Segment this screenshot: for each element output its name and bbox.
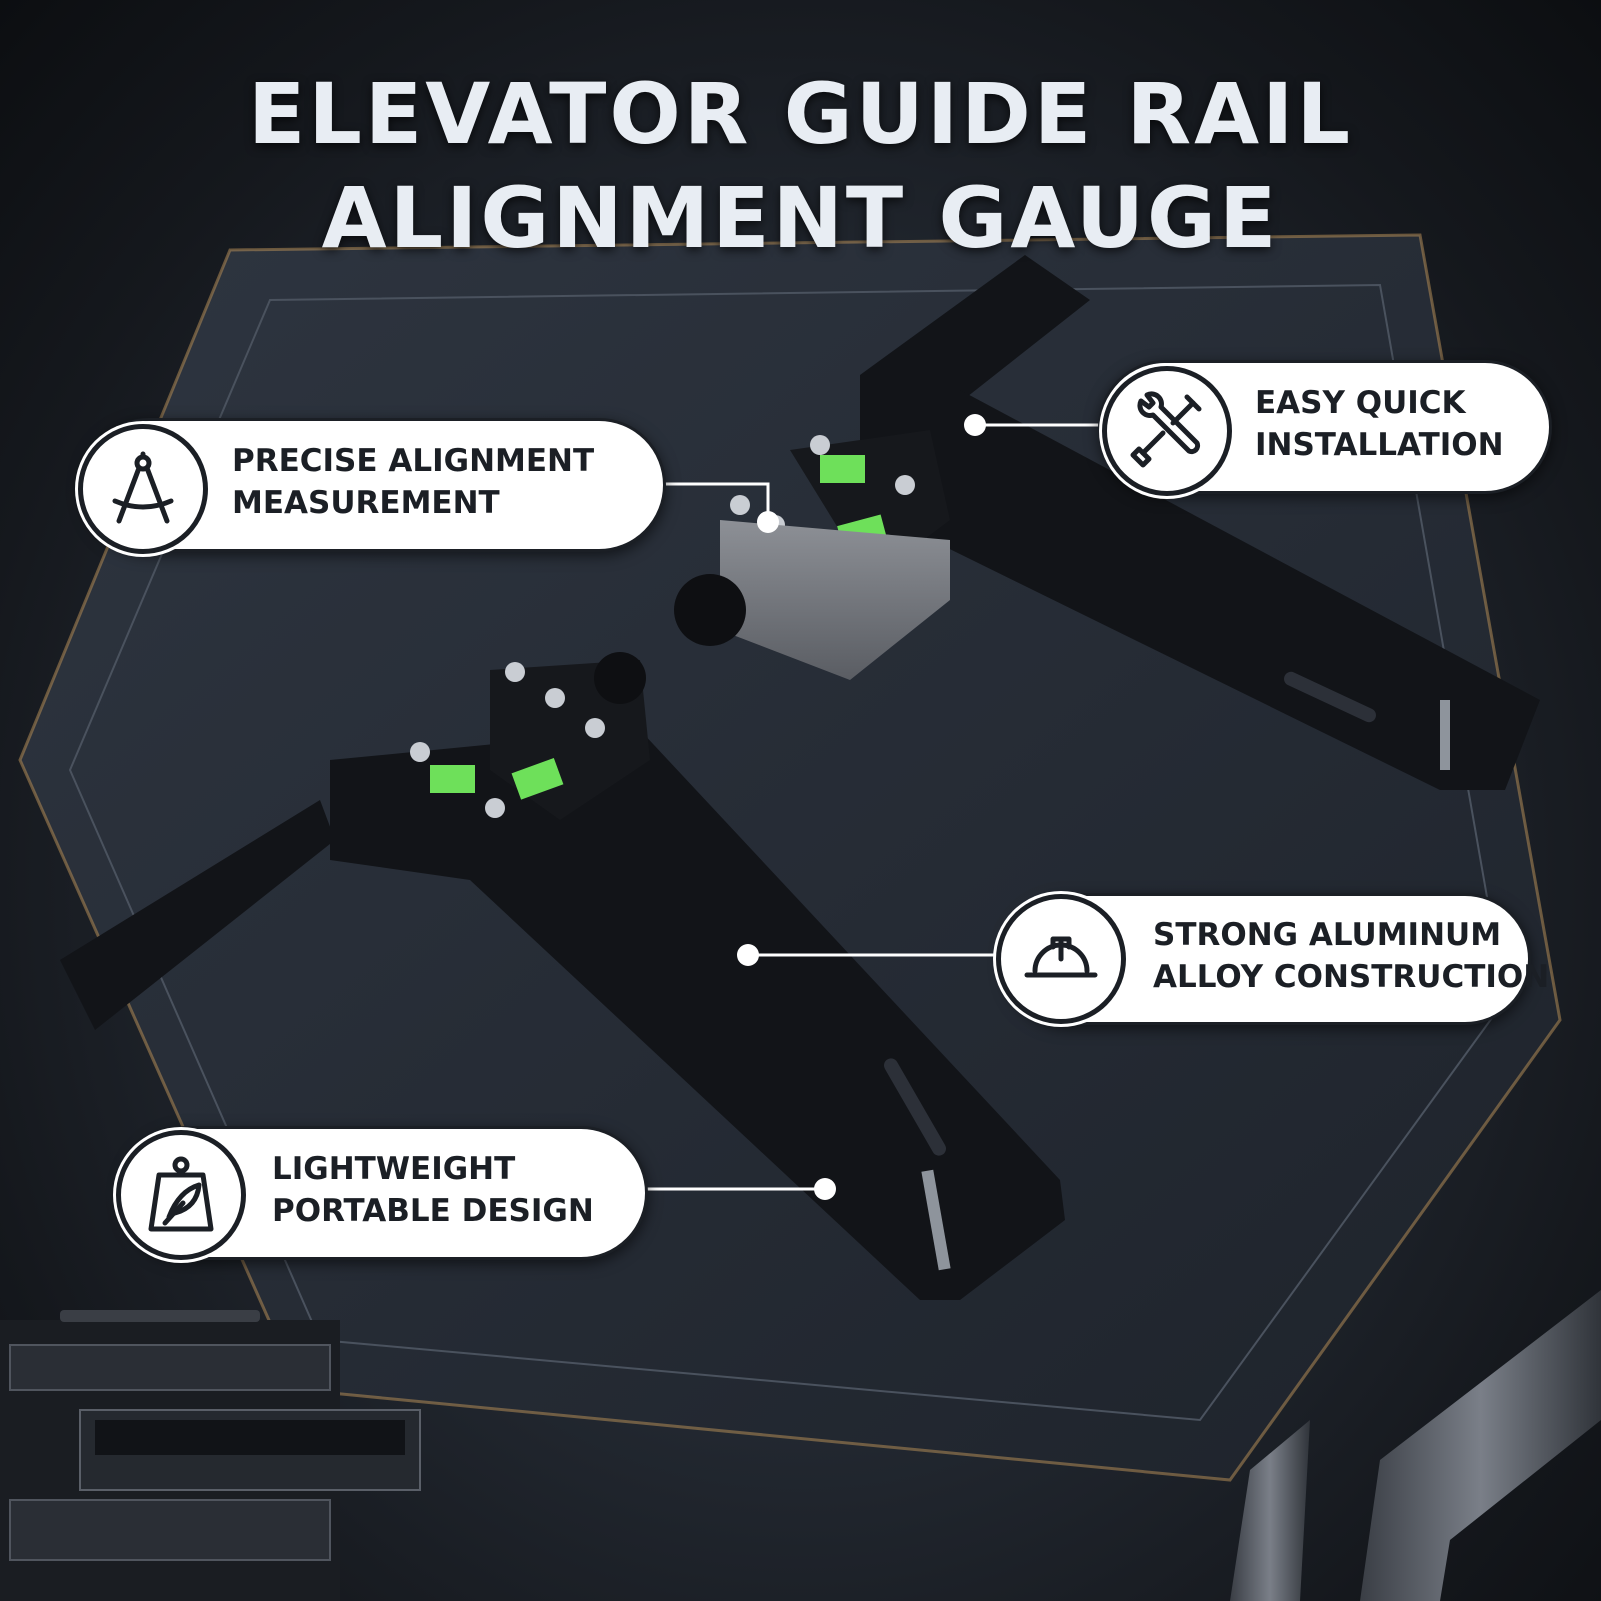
callout-text: PRECISE ALIGNMENT MEASUREMENT [232, 440, 594, 524]
compass-icon [78, 424, 208, 554]
callout-text: EASY QUICK INSTALLATION [1255, 382, 1504, 466]
leader-lines [645, 414, 1100, 1200]
feather-weight-icon [116, 1130, 246, 1260]
callout-line-1: STRONG ALUMINUM [1153, 917, 1502, 953]
callout-line-2: INSTALLATION [1255, 427, 1504, 463]
callout-text: LIGHTWEIGHT PORTABLE DESIGN [272, 1148, 594, 1232]
callout-text: STRONG ALUMINUM ALLOY CONSTRUCTION [1153, 914, 1549, 998]
callout-line-1: EASY QUICK [1255, 385, 1466, 421]
callout-line-2: PORTABLE DESIGN [272, 1193, 594, 1229]
lower-gauge [60, 652, 1065, 1300]
title-line-2: ALIGNMENT GAUGE [321, 169, 1280, 267]
guide-rails [1230, 1290, 1601, 1601]
page-title: ELEVATOR GUIDE RAIL ALIGNMENT GAUGE [0, 62, 1601, 270]
callout-line-2: MEASUREMENT [232, 485, 500, 521]
callout-line-2: ALLOY CONSTRUCTION [1153, 959, 1550, 995]
wrench-screwdriver-icon [1102, 366, 1232, 496]
upper-gauge [674, 255, 1540, 790]
hard-hat-icon [996, 894, 1126, 1024]
title-line-1: ELEVATOR GUIDE RAIL [248, 65, 1353, 163]
tool-chest [0, 1310, 421, 1601]
callout-line-1: LIGHTWEIGHT [272, 1151, 516, 1187]
callout-line-1: PRECISE ALIGNMENT [232, 443, 595, 479]
